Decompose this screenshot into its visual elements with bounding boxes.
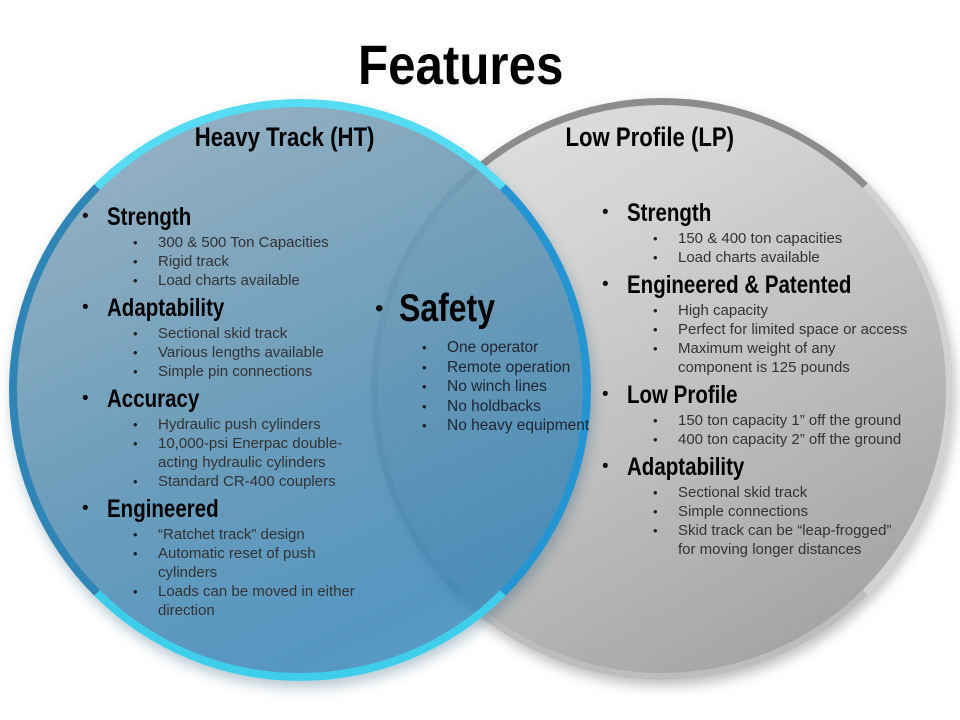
list-item: •400 ton capacity 2” off the ground [650,430,945,449]
section-heading: • Low Profile [600,381,945,409]
bullet-icon: • [133,546,138,561]
bullet-icon: • [602,274,609,295]
list-item: •High capacity [650,301,945,320]
bullet-icon: • [133,254,138,269]
list-item: •Standard CR-400 couplers [130,472,400,491]
list-item: •Automatic reset of push cylinders [130,544,400,582]
bullet-icon: • [133,584,138,599]
section-items: •High capacity •Perfect for limited spac… [650,301,945,377]
list-item: •Loads can be moved in either direction [130,582,400,620]
heading-text: Engineered & Patented [627,271,852,299]
section-items: •Hydraulic push cylinders •10,000-psi En… [130,415,400,491]
list-item: •150 ton capacity 1” off the ground [650,411,945,430]
section-heading: • Safety [373,288,608,330]
heading-text: Low Profile [627,381,738,409]
section-items: •“Ratchet track” design •Automatic reset… [130,525,400,620]
bullet-icon: • [133,417,138,432]
bullet-icon: • [133,235,138,250]
bullet-icon: • [422,359,427,375]
section-heading: • Engineered [80,495,400,523]
bullet-icon: • [653,523,658,538]
bullet-icon: • [602,384,609,405]
bullet-icon: • [133,326,138,341]
bullet-icon: • [82,206,89,227]
list-item: •One operator [419,338,608,358]
bullet-icon: • [653,432,658,447]
section-heading: • Strength [80,203,400,231]
section-items: •Sectional skid track •Simple connection… [650,483,945,559]
bullet-icon: • [653,504,658,519]
bullet-icon: • [653,303,658,318]
list-item: •Various lengths available [130,343,400,362]
section-items: •One operator •Remote operation •No winc… [419,338,608,436]
section-items: •150 ton capacity 1” off the ground •400… [650,411,945,449]
list-item: •10,000-psi Enerpac double-acting hydrau… [130,434,400,472]
bullet-icon: • [82,388,89,409]
list-item: •Rigid track [130,252,400,271]
bullet-icon: • [82,498,89,519]
bullet-icon: • [133,364,138,379]
page-title-text: Features [358,33,564,96]
list-item: •Load charts available [650,248,945,267]
section-items: •Sectional skid track •Various lengths a… [130,324,400,381]
heading-text: Engineered [107,495,219,523]
bullet-icon: • [133,474,138,489]
list-item: •Sectional skid track [130,324,400,343]
bullet-icon: • [133,527,138,542]
list-item: •Simple connections [650,502,945,521]
list-item: •No holdbacks [419,397,608,417]
list-item: •Remote operation [419,358,608,378]
bullet-icon: • [422,398,427,414]
section-items: •150 & 400 ton capacities •Load charts a… [650,229,945,267]
bullet-icon: • [133,436,138,451]
bullet-icon: • [653,231,658,246]
intersection-content: • Safety •One operator •Remote operation… [373,288,608,436]
section-heading: • Strength [600,199,945,227]
bullet-icon: • [653,322,658,337]
page-title: Features [0,36,922,94]
list-item: •Hydraulic push cylinders [130,415,400,434]
heading-text: Adaptability [627,453,745,481]
section-heading: • Adaptability [600,453,945,481]
section-heading: • Accuracy [80,385,400,413]
bullet-icon: • [133,345,138,360]
bullet-icon: • [602,456,609,477]
list-item: •Skid track can be “leap-frogged” for mo… [650,521,945,559]
left-circle-rim [9,99,591,681]
left-circle-title: Heavy Track (HT) [195,122,375,152]
bullet-icon: • [422,379,427,394]
section-items: •300 & 500 Ton Capacities •Rigid track •… [130,233,400,290]
list-item: •Perfect for limited space or access [650,320,945,339]
section-heading: • Adaptability [80,294,400,322]
list-item: •No heavy equipment [419,416,608,436]
heading-text: Safety [399,287,495,330]
bullet-icon: • [375,295,384,322]
list-item: •No winch lines [419,377,608,397]
right-circle-content: • Strength •150 & 400 ton capacities •Lo… [600,199,945,561]
list-item: •Load charts available [130,271,400,290]
list-item: •“Ratchet track” design [130,525,400,544]
bullet-icon: • [653,341,658,356]
list-item: •300 & 500 Ton Capacities [130,233,400,252]
bullet-icon: • [422,340,427,355]
bullet-icon: • [82,297,89,318]
list-item: •Maximum weight of any component is 125 … [650,339,945,377]
bullet-icon: • [653,250,658,265]
left-circle-content: • Strength •300 & 500 Ton Capacities •Ri… [80,203,400,622]
heading-text: Strength [627,199,712,227]
bullet-icon: • [602,202,609,223]
heading-text: Accuracy [107,385,200,413]
section-heading: • Engineered & Patented [600,271,945,299]
heading-text: Adaptability [107,294,225,322]
bullet-icon: • [653,485,658,500]
bullet-icon: • [133,273,138,288]
list-item: •150 & 400 ton capacities [650,229,945,248]
right-circle-title: Low Profile (LP) [565,122,735,152]
bullet-icon: • [422,418,427,433]
list-item: •Sectional skid track [650,483,945,502]
heading-text: Strength [107,203,192,231]
list-item: •Simple pin connections [130,362,400,381]
bullet-icon: • [653,413,658,428]
